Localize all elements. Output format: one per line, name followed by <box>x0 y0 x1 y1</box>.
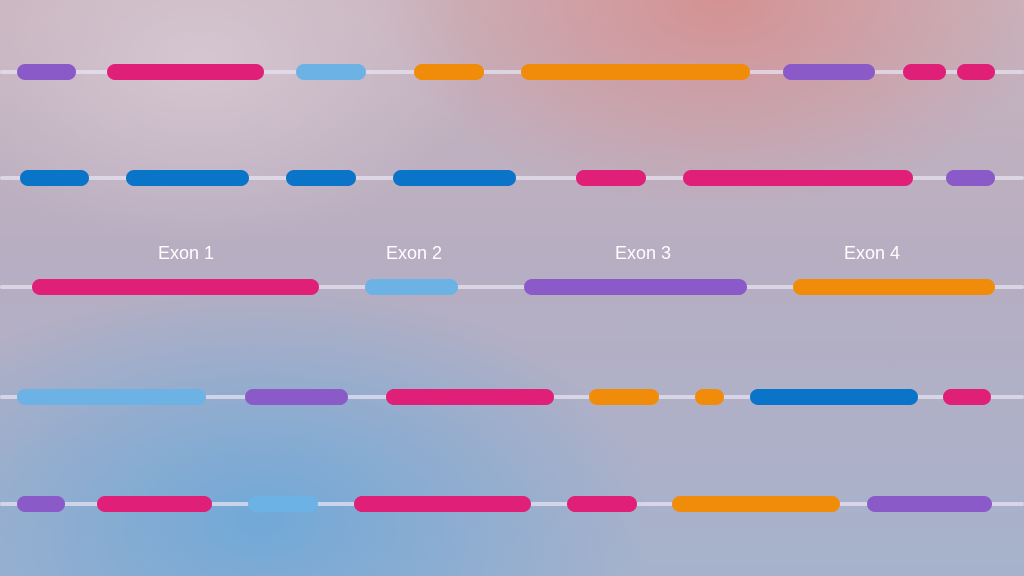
segment-orange <box>521 64 750 80</box>
track-line <box>0 70 1024 74</box>
exon-label-2: Exon 2 <box>385 243 443 263</box>
segment-purple <box>524 279 747 295</box>
segment-purple <box>783 64 875 80</box>
segment-purple <box>946 170 995 186</box>
segment-purple <box>17 64 76 80</box>
segment-purple <box>17 496 65 512</box>
segment-blue <box>750 389 918 405</box>
segment-pink <box>943 389 991 405</box>
segment-pink <box>567 496 637 512</box>
segment-light-blue <box>296 64 366 80</box>
segment-blue <box>126 170 249 186</box>
segment-light-blue <box>17 389 206 405</box>
segment-orange <box>589 389 659 405</box>
segment-pink <box>576 170 646 186</box>
segment-pink <box>957 64 995 80</box>
segment-pink <box>107 64 264 80</box>
segment-orange <box>414 64 484 80</box>
segment-blue <box>286 170 356 186</box>
segment-pink <box>32 279 319 295</box>
segment-orange <box>672 496 840 512</box>
segment-pink <box>97 496 212 512</box>
segment-blue <box>20 170 89 186</box>
segment-purple <box>867 496 992 512</box>
segment-pink <box>903 64 946 80</box>
segment-pink <box>386 389 554 405</box>
segment-pink <box>354 496 531 512</box>
segment-pink <box>683 170 913 186</box>
segment-orange <box>695 389 724 405</box>
track-line <box>0 285 1024 289</box>
segment-light-blue <box>365 279 458 295</box>
exon-label-1: Exon 1 <box>157 243 215 263</box>
exon-label-3: Exon 3 <box>614 243 672 263</box>
segment-light-blue <box>248 496 318 512</box>
exon-label-4: Exon 4 <box>843 243 901 263</box>
segment-purple <box>245 389 348 405</box>
segment-blue <box>393 170 516 186</box>
segment-orange <box>793 279 995 295</box>
